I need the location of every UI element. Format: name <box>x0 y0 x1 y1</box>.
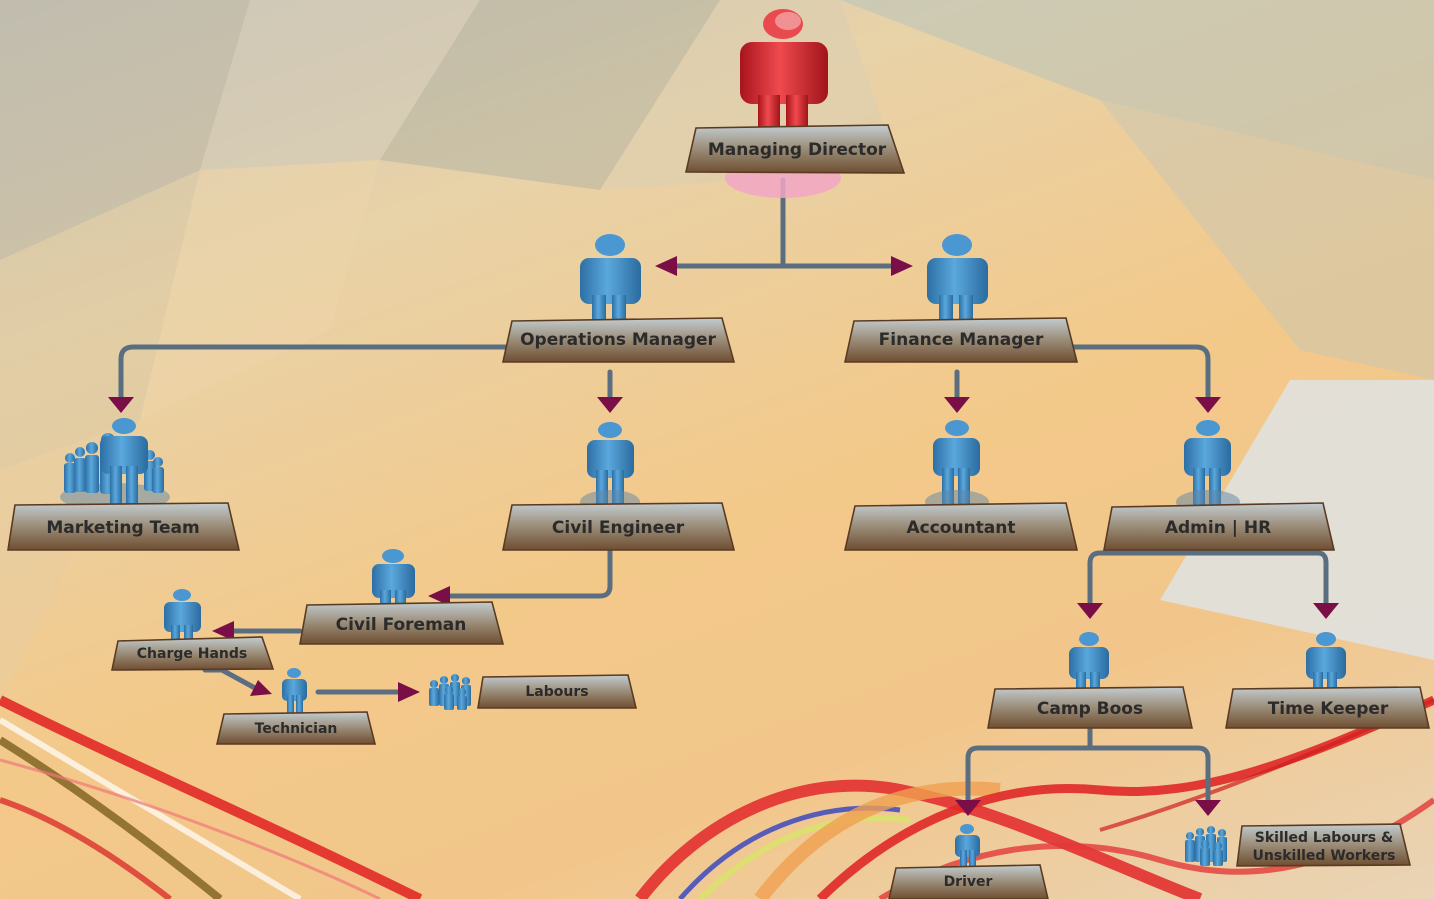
civil-foreman-node: Civil Foreman <box>299 549 505 645</box>
arrowhead <box>108 397 134 413</box>
arrowhead <box>212 621 234 641</box>
arrowhead <box>955 800 981 816</box>
skilled-unskilled-node: Skilled Labours & Unskilled Workers <box>1185 823 1412 867</box>
finance-manager-node: Finance Manager <box>844 234 1079 363</box>
labours-label: Labours <box>525 684 588 700</box>
admin-hr-node: Admin | HR <box>1103 420 1336 551</box>
technician-node: Technician <box>215 668 377 745</box>
finance-manager-label: Finance Manager <box>879 330 1044 350</box>
unskilled-workers-label: Unskilled Workers <box>1253 848 1396 864</box>
operations-manager-node: Operations Manager <box>502 234 736 363</box>
connectors <box>118 177 1329 808</box>
arrowhead <box>944 397 970 413</box>
arrowhead <box>1195 397 1221 413</box>
civil-engineer-label: Civil Engineer <box>552 518 685 538</box>
charge-hands-label: Charge Hands <box>137 646 247 662</box>
driver-label: Driver <box>944 874 993 890</box>
arrowhead <box>1195 800 1221 816</box>
driver-node: Driver <box>888 824 1049 899</box>
camp-boos-label: Camp Boos <box>1037 699 1143 719</box>
accountant-label: Accountant <box>906 518 1015 538</box>
arrowhead <box>891 256 913 276</box>
managing-director-node: Managing Director <box>684 9 906 198</box>
operations-manager-label: Operations Manager <box>520 330 716 350</box>
camp-boos-node: Camp Boos <box>987 632 1193 729</box>
arrowheads <box>108 256 1339 816</box>
group-icon <box>1185 826 1227 866</box>
skilled-labours-label: Skilled Labours & <box>1255 830 1393 846</box>
managing-director-label: Managing Director <box>708 140 887 160</box>
time-keeper-label: Time Keeper <box>1268 699 1389 719</box>
labours-node: Labours <box>429 674 638 710</box>
admin-hr-label: Admin | HR <box>1165 518 1271 538</box>
accountant-node: Accountant <box>843 420 1079 551</box>
civil-foreman-label: Civil Foreman <box>336 615 467 635</box>
group-icon <box>429 674 471 710</box>
person-icon <box>955 824 980 872</box>
arrowhead <box>1077 603 1103 619</box>
arrowhead <box>428 586 450 606</box>
arrowhead <box>1313 603 1339 619</box>
person-icon <box>282 668 307 715</box>
arrowhead <box>597 397 623 413</box>
arrowhead <box>398 682 420 702</box>
marketing-team-node: Marketing Team <box>7 418 241 551</box>
arrowhead <box>655 256 677 276</box>
marketing-team-label: Marketing Team <box>46 518 199 538</box>
civil-engineer-node: Civil Engineer <box>502 422 736 551</box>
arrowhead <box>250 680 272 696</box>
charge-hands-node: Charge Hands <box>111 589 275 671</box>
technician-label: Technician <box>255 721 338 737</box>
time-keeper-node: Time Keeper <box>1225 632 1430 729</box>
group-icon <box>64 418 164 506</box>
